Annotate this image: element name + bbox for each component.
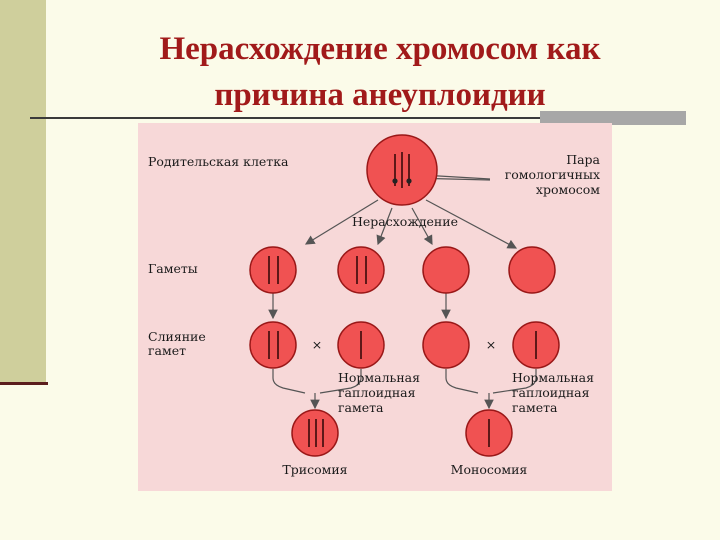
parent-centromere-2: [406, 178, 412, 184]
title-line-1: Нерасхождение хромосом как: [159, 31, 601, 67]
zygotes-row: [291, 409, 513, 457]
monosomy-label: Моносомия: [451, 462, 528, 477]
fusion-left-gamete-a: [249, 321, 297, 369]
side-decoration-line: [0, 382, 48, 385]
cross-symbol-right: ×: [486, 337, 496, 352]
trisomy-label: Трисомия: [282, 462, 347, 477]
fusion-label-line-1: Слияние: [148, 329, 206, 344]
gamete-4: [508, 246, 556, 294]
slide-title: Нерасхождение хромосом как причина анеуп…: [60, 26, 700, 118]
parent-cell-label: Родительская клетка: [148, 154, 289, 169]
normal-gamete-right-line-1: Нормальная: [512, 370, 594, 385]
gamete-3: [422, 246, 470, 294]
fusion-row: [249, 321, 560, 369]
nondisjunction-label: Нерасхождение: [352, 214, 458, 229]
title-rule: [30, 117, 540, 119]
title-line-2: причина анеуплоидии: [214, 77, 546, 113]
fusion-label-line-2: гамет: [148, 343, 186, 358]
arrow-parent-to-gamete-1: [304, 199, 379, 245]
side-decoration-bar: [0, 0, 46, 382]
normal-gamete-left-line-2: гаплоидная: [338, 385, 416, 400]
pair-label-line-3: хромосом: [536, 182, 600, 197]
arrow-fusion-left: [272, 369, 362, 408]
pair-label-line-2: гомологичных: [505, 167, 600, 182]
cross-symbol-left: ×: [312, 337, 322, 352]
arrow-parent-to-gamete-2: [376, 207, 393, 246]
trisomy-zygote: [291, 409, 339, 457]
arrow-parent-to-gamete-3: [411, 207, 433, 246]
gamete-1: [249, 246, 297, 294]
parent-centromere-1: [392, 178, 398, 184]
normal-gamete-right-line-2: гаплоидная: [512, 385, 590, 400]
parent-cell: [366, 134, 438, 206]
gametes-label: Гаметы: [148, 261, 198, 276]
gamete-2: [337, 246, 385, 294]
normal-gamete-left-line-3: гамета: [338, 400, 384, 415]
arrow-fusion-right: [445, 369, 537, 408]
pair-label-line-1: Пара: [566, 152, 600, 167]
fusion-right-gamete-a: [422, 321, 470, 369]
title-rule-accent: [540, 111, 686, 125]
normal-gamete-right-line-3: гамета: [512, 400, 558, 415]
gametes-row: [249, 246, 556, 294]
normal-gamete-left-line-1: Нормальная: [338, 370, 420, 385]
arrow-parent-to-gamete-4: [425, 199, 518, 249]
